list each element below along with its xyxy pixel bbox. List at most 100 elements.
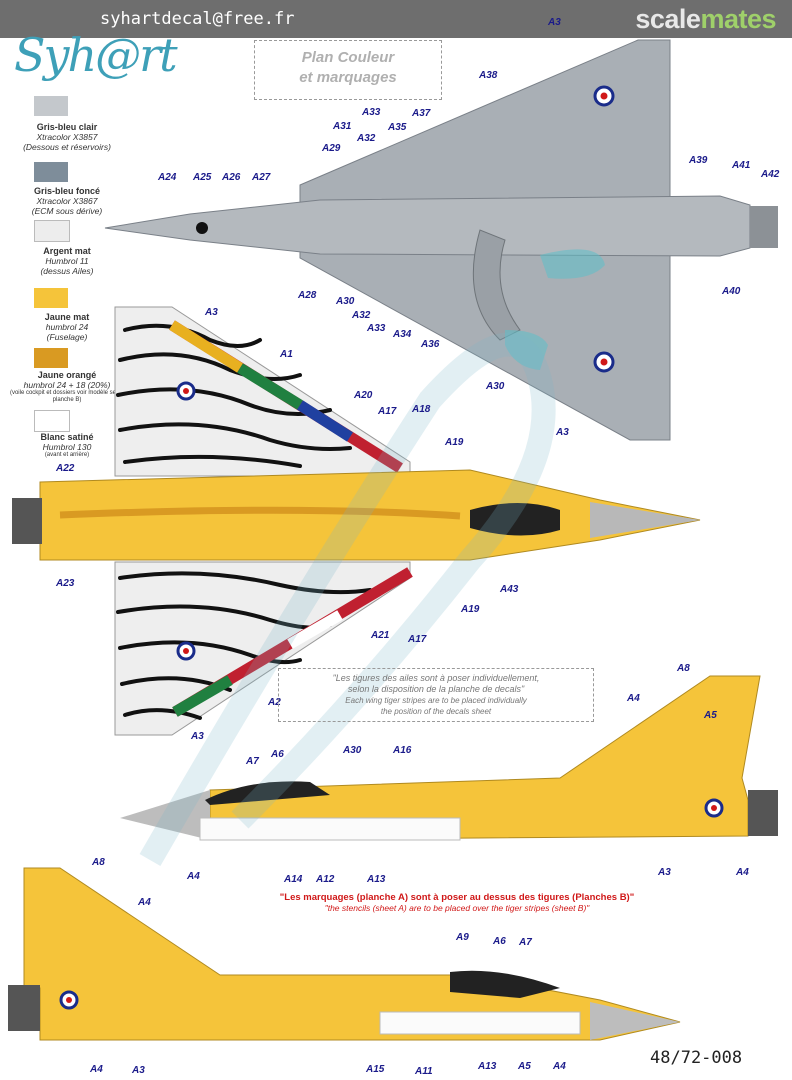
- tiger-stripe: [123, 454, 302, 468]
- swatch-silver: [34, 220, 70, 242]
- callout-label: A4: [90, 1064, 103, 1075]
- wing-stripes-note: "Les tigures des ailes sont à poser indi…: [278, 668, 594, 722]
- tiger-stripe: [118, 571, 372, 595]
- callout-label: A3: [548, 17, 561, 28]
- callout-label: A8: [92, 857, 105, 868]
- nose-cone: [590, 502, 700, 538]
- legend-usage: (dessus Ailes): [40, 266, 94, 276]
- callout-label: A30: [486, 381, 505, 392]
- side-view-2: [8, 867, 681, 1041]
- callout-label: A16: [393, 745, 412, 756]
- callout-label: A13: [478, 1061, 497, 1072]
- callout-label: A38: [479, 70, 498, 81]
- swatch-white: [34, 410, 70, 432]
- side1-nozzle: [748, 790, 778, 836]
- callout-label: A29: [322, 143, 341, 154]
- callout-label: A23: [56, 578, 75, 589]
- callout-label: A34: [393, 329, 412, 340]
- tiger-stripe: [123, 323, 262, 348]
- callout-label: A41: [732, 160, 751, 171]
- callout-label: A11: [415, 1066, 433, 1077]
- canopy: [470, 503, 560, 536]
- swatch-grey-dark: [34, 162, 68, 182]
- callout-label: A4: [138, 897, 151, 908]
- swatch-orange-yellow: [34, 348, 68, 368]
- callout-label: A19: [445, 437, 464, 448]
- side1-nose: [120, 790, 210, 840]
- watermark-swirl: [139, 332, 556, 866]
- legend-usage: (Dessous et réservoirs): [23, 142, 111, 152]
- callout-label: A5: [518, 1061, 531, 1072]
- callout-label: A33: [367, 323, 386, 334]
- side1-white-belly: [199, 817, 461, 841]
- side2-nozzle: [8, 985, 40, 1031]
- side2-canopy: [450, 970, 560, 998]
- top-view-tank: [472, 229, 521, 341]
- top-view-aircraft: [104, 39, 778, 441]
- legend-title: Gris-bleu foncé: [33, 186, 100, 196]
- callout-label: A43: [500, 584, 519, 595]
- callout-label: A3: [132, 1065, 145, 1076]
- callout-label: A35: [388, 122, 407, 133]
- stencils-note: "Les marquages (planche A) sont à poser …: [242, 892, 672, 913]
- callout-label: A37: [412, 108, 431, 119]
- top-view-teal-mark: [505, 330, 548, 370]
- note1-line2: selon la disposition de la planche de de…: [347, 684, 525, 694]
- callout-label: A17: [408, 634, 427, 645]
- legend-title: Jaune orangé: [37, 370, 97, 380]
- callout-label: A14: [284, 874, 303, 885]
- callout-label: A25: [193, 172, 212, 183]
- callout-label: A6: [271, 749, 284, 760]
- callout-label: A2: [268, 697, 281, 708]
- top-view-nozzle: [750, 206, 778, 248]
- flag-band: [287, 610, 343, 649]
- callout-label: A21: [371, 630, 390, 641]
- callout-label: A22: [56, 463, 75, 474]
- callout-label: A3: [658, 867, 671, 878]
- contact-email: syhartdecal@free.fr: [100, 9, 295, 29]
- callout-label: A7: [246, 756, 259, 767]
- note2-line1: "Les marquages (planche A) sont à poser …: [279, 892, 635, 903]
- tiger-stripe: [118, 352, 302, 381]
- tiger-stripe: [123, 708, 202, 720]
- legend-usage: (ECM sous dérive): [31, 206, 103, 216]
- callout-label: A40: [722, 286, 741, 297]
- legend-ref: Xtracolor X3857: [36, 132, 98, 142]
- note2-line2: "the stencils (sheet A) are to be placed…: [324, 903, 590, 913]
- sheet-reference: 48/72-008: [650, 1048, 743, 1068]
- callout-label: A32: [352, 310, 371, 321]
- callout-label: A15: [366, 1064, 385, 1075]
- side2-nose: [590, 1002, 680, 1040]
- legend-title: Argent mat: [43, 246, 91, 256]
- roundel-icon: [66, 997, 72, 1003]
- flag-band: [172, 675, 233, 717]
- legend-title: Jaune mat: [44, 312, 90, 322]
- callout-label: A4: [627, 693, 640, 704]
- callout-label: A19: [461, 604, 480, 615]
- nose-mark-icon: [196, 222, 208, 234]
- roundel-icon: [183, 648, 189, 654]
- note1-line4: the position of the decals sheet: [380, 707, 492, 716]
- syhart-logo: Syh@rt: [14, 28, 178, 82]
- callout-label: A4: [736, 867, 749, 878]
- callout-label: A17: [378, 406, 397, 417]
- fuselage-shade: [59, 506, 461, 520]
- callout-label: A8: [677, 663, 690, 674]
- brand-part1: scale: [635, 4, 701, 34]
- roundel-icon: [183, 388, 189, 394]
- legend-ref: humbrol 24 + 18 (20%): [23, 380, 111, 390]
- legend-note: (avant et arrière): [44, 452, 90, 458]
- callout-label: A20: [354, 390, 373, 401]
- legend-ref: Humbrol 11: [45, 256, 89, 266]
- plan-title-line2: et marquages: [299, 69, 397, 86]
- side1-canopy: [205, 781, 330, 805]
- legend-note: (voile cockpit et dossiers voir modèle s…: [9, 390, 125, 403]
- nozzle: [12, 498, 42, 544]
- note1-line3: Each wing tiger stripes are to be placed…: [345, 696, 527, 705]
- tiger-wing-view: [12, 306, 701, 736]
- flag-band: [169, 320, 243, 373]
- callout-label: A5: [704, 710, 717, 721]
- callout-label: A18: [412, 404, 431, 415]
- roundel-icon: [600, 92, 608, 100]
- callout-label: A32: [357, 133, 376, 144]
